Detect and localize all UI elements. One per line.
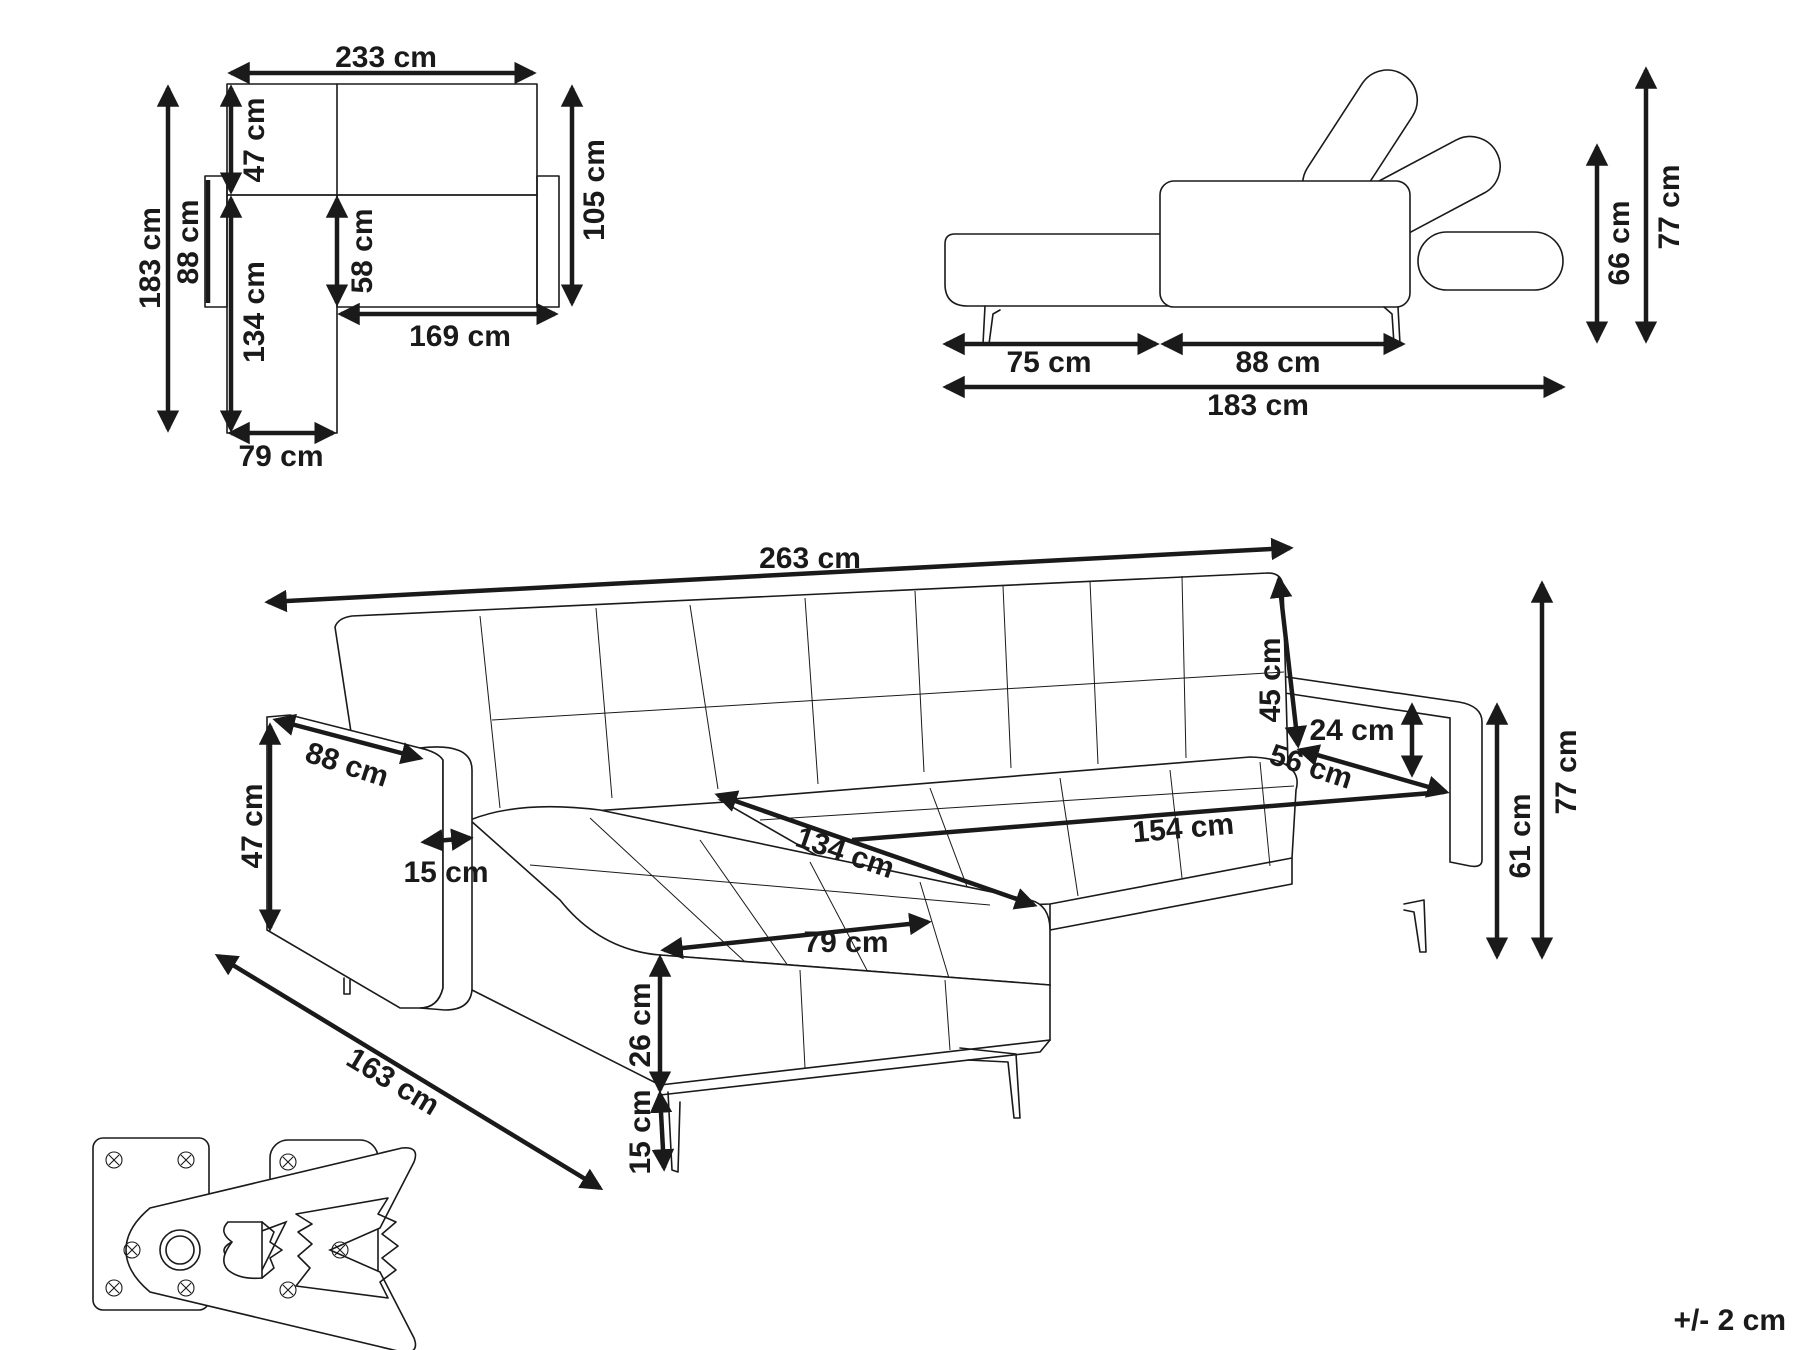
side-outline — [944, 69, 1564, 345]
plan-dimension-lines — [156, 61, 584, 445]
side-chaise-length-label: 75 cm — [1006, 346, 1091, 379]
plan-total-depth-label: 183 cm — [134, 207, 167, 309]
arm-width-label: 15 cm — [403, 856, 488, 889]
cushion-height-label: 26 cm — [624, 982, 657, 1067]
side-bed-length-label: 183 cm — [1207, 389, 1309, 422]
plan-total-length-label: 233 cm — [335, 41, 437, 74]
arm-height-label: 47 cm — [236, 783, 269, 868]
side-seat-back-height-label: 66 cm — [1603, 200, 1636, 285]
perspective-dimension-lines — [214, 537, 1554, 1190]
hinge-screws — [105, 1151, 349, 1299]
plan-chaise-width-label: 79 cm — [238, 440, 323, 473]
side-total-height-label: 77 cm — [1653, 164, 1686, 249]
plan-chaise-seat-depth-label: 134 cm — [238, 261, 271, 363]
total-height-label: 77 cm — [1550, 729, 1583, 814]
armrest-height-label: 24 cm — [1309, 714, 1394, 747]
total-width-label: 263 cm — [759, 542, 861, 575]
plan-main-depth-label: 105 cm — [578, 139, 611, 241]
plan-chaise-armrest-label: 88 cm — [172, 199, 205, 284]
chaise-width-label: 79 cm — [803, 926, 888, 959]
plan-back-depth-label: 47 cm — [238, 97, 271, 182]
tolerance-note: +/- 2 cm — [1673, 1304, 1786, 1337]
seat-height-label: 61 cm — [1504, 793, 1537, 878]
side-view: 75 cm 88 cm 183 cm 66 cm 77 cm — [942, 66, 1686, 422]
plan-seat-width-label: 169 cm — [409, 320, 511, 353]
leg-height-label: 15 cm — [624, 1089, 657, 1174]
backrest-height-label: 45 cm — [1254, 637, 1287, 722]
side-body-depth-label: 88 cm — [1235, 346, 1320, 379]
side-dimension-lines — [942, 66, 1658, 399]
plan-view: 233 cm 183 cm 88 cm 47 cm 134 cm 58 cm 1… — [134, 41, 611, 473]
hinge-mechanism — [92, 1137, 417, 1350]
plan-seat-depth-label: 58 cm — [346, 208, 379, 293]
perspective-view: 263 cm 45 cm 24 cm 56 cm 154 cm 134 cm 8… — [214, 537, 1583, 1190]
